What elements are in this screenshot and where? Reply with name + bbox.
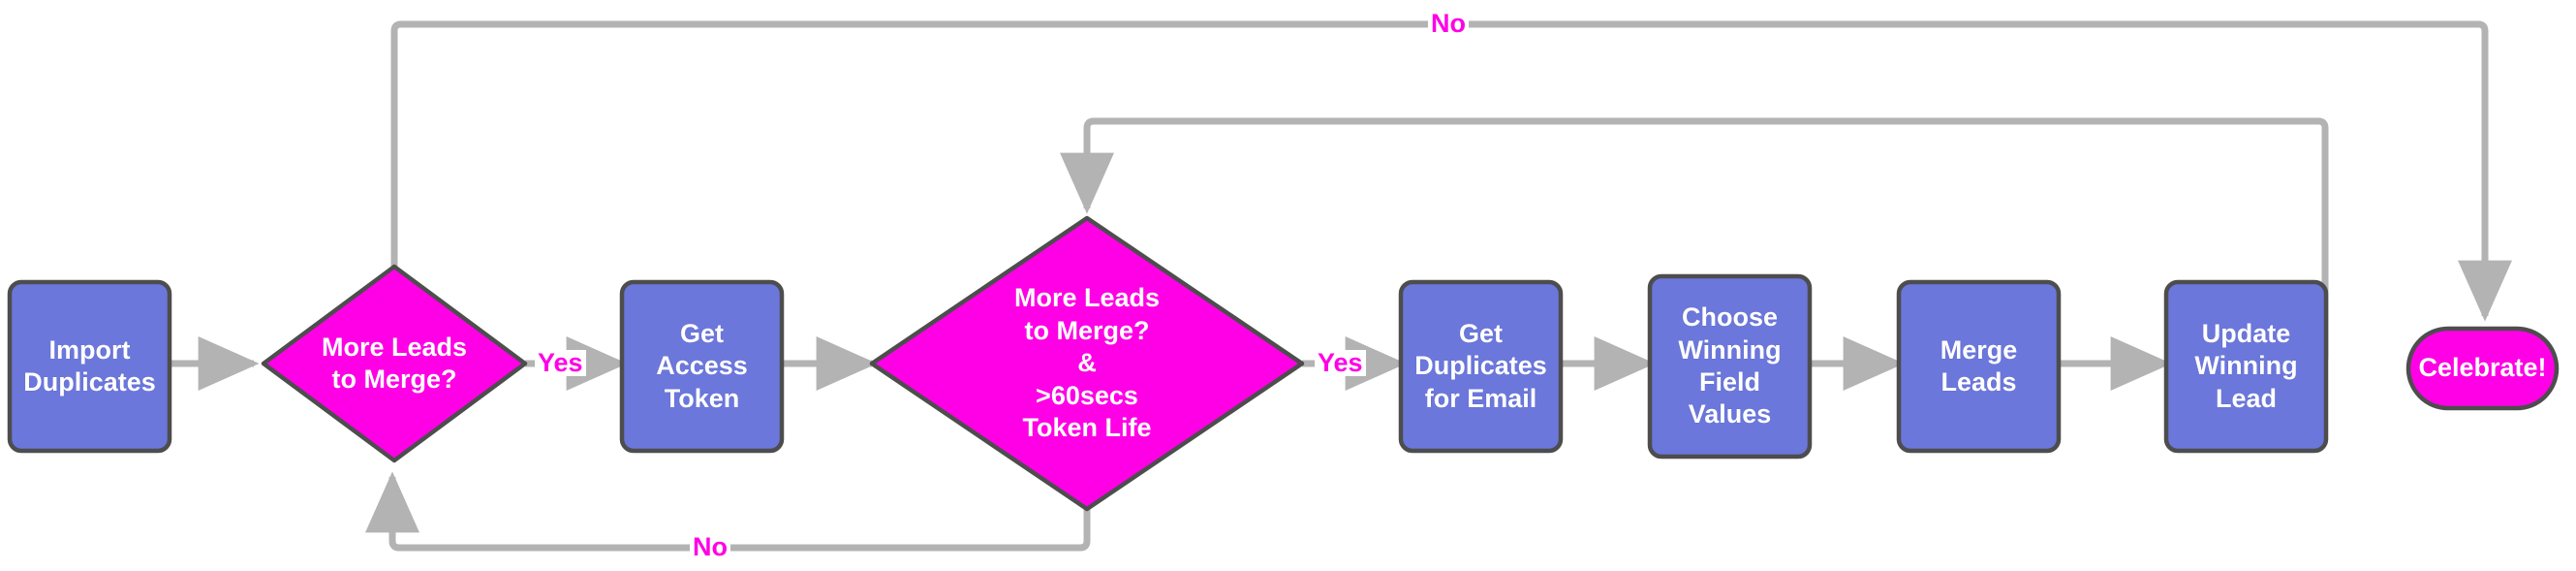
node-more-leads-and-token-life[interactable] bbox=[869, 215, 1305, 512]
node-celebrate[interactable] bbox=[2405, 326, 2560, 411]
node-update-winning-lead[interactable] bbox=[2163, 279, 2329, 454]
node-import-duplicates[interactable] bbox=[7, 279, 172, 454]
edge-label-no-bottom: No bbox=[690, 534, 730, 560]
edge-label-yes-decision2: Yes bbox=[1315, 350, 1366, 376]
edge-decision2-no-to-decision1 bbox=[365, 471, 1091, 552]
edge-label-no-top: No bbox=[1428, 11, 1469, 37]
edge-label-yes-decision1: Yes bbox=[535, 350, 586, 376]
node-choose-winning-field-values[interactable] bbox=[1647, 273, 1813, 460]
node-merge-leads[interactable] bbox=[1896, 279, 2062, 454]
edge-decision1-no-to-celebrate bbox=[390, 20, 2512, 322]
node-more-leads-to-merge[interactable] bbox=[261, 264, 528, 463]
node-get-duplicates-for-email[interactable] bbox=[1398, 279, 1564, 454]
node-get-access-token[interactable] bbox=[619, 279, 785, 454]
